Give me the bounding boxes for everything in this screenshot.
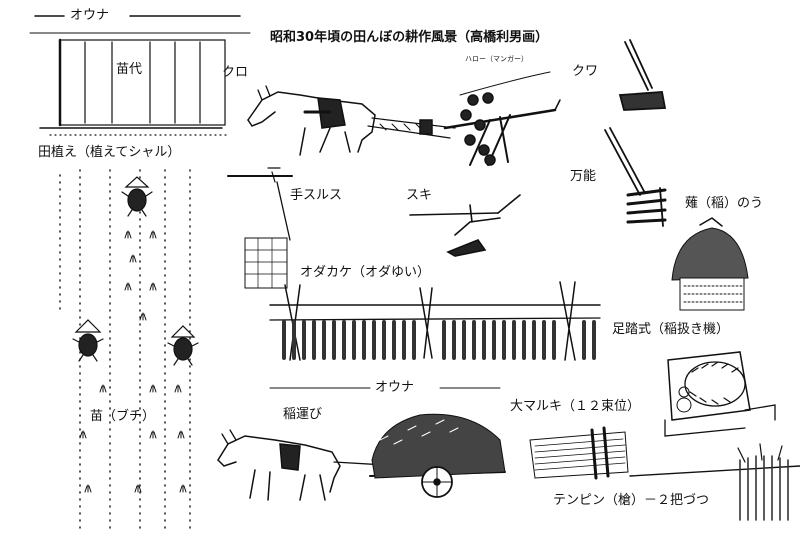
nawashiro-seedbed	[39, 38, 231, 136]
tenbin-pole	[629, 443, 800, 521]
suki-plow	[409, 194, 521, 257]
planter-figure-1	[121, 176, 153, 217]
ashibumi-label: 足踏式（稲扱き機）	[612, 322, 730, 337]
ouna-top-label: オウナ	[70, 8, 110, 23]
tesurusu-label: 手スルス	[290, 188, 343, 203]
manno-label: 万能	[570, 169, 597, 184]
ouna-rule-top	[29, 15, 251, 34]
naebuchi-label: 苗（ブチ）	[90, 409, 156, 424]
omaruki-label: 大マルキ（１２束位）	[510, 399, 641, 414]
odakake-drying-rack	[269, 281, 601, 361]
kuro-label: クロ	[222, 65, 249, 80]
taue-field	[59, 169, 191, 531]
ox-cart-inehakobi	[217, 413, 506, 501]
page-title: 昭和30年頃の田んぼの耕作風景（高橋利男画）	[270, 30, 549, 45]
nou-label: 薙（稲）のう	[685, 196, 764, 211]
planter-figure-2	[72, 319, 104, 362]
manno-rake	[604, 127, 667, 227]
kuwa-hoe	[618, 39, 667, 111]
suki-label: スキ	[406, 188, 433, 203]
nou-straw-stack	[671, 217, 749, 311]
planter-figure-3	[167, 325, 199, 366]
tenbin-label: テンピン（槍）－２把づつ	[553, 493, 710, 508]
taue-label: 田植え（植えてシャル）	[38, 145, 181, 160]
ox-harrow	[247, 71, 561, 166]
odakake-label: オダカケ（オダゆい）	[300, 265, 431, 280]
kuwa-label: クワ	[572, 64, 599, 79]
tesurusu-tool	[227, 167, 293, 289]
harrow-note-label: ハロー（マンガー）	[465, 55, 528, 63]
rice-seedling-clumps	[79, 230, 187, 493]
ashibumi-thresher	[664, 351, 776, 437]
ouna-mid-label: オウナ	[375, 380, 415, 395]
omaruki-bundle	[529, 426, 629, 480]
nawashiro-label: 苗代	[116, 62, 143, 77]
inehakobi-label: 稲運び	[283, 407, 323, 422]
